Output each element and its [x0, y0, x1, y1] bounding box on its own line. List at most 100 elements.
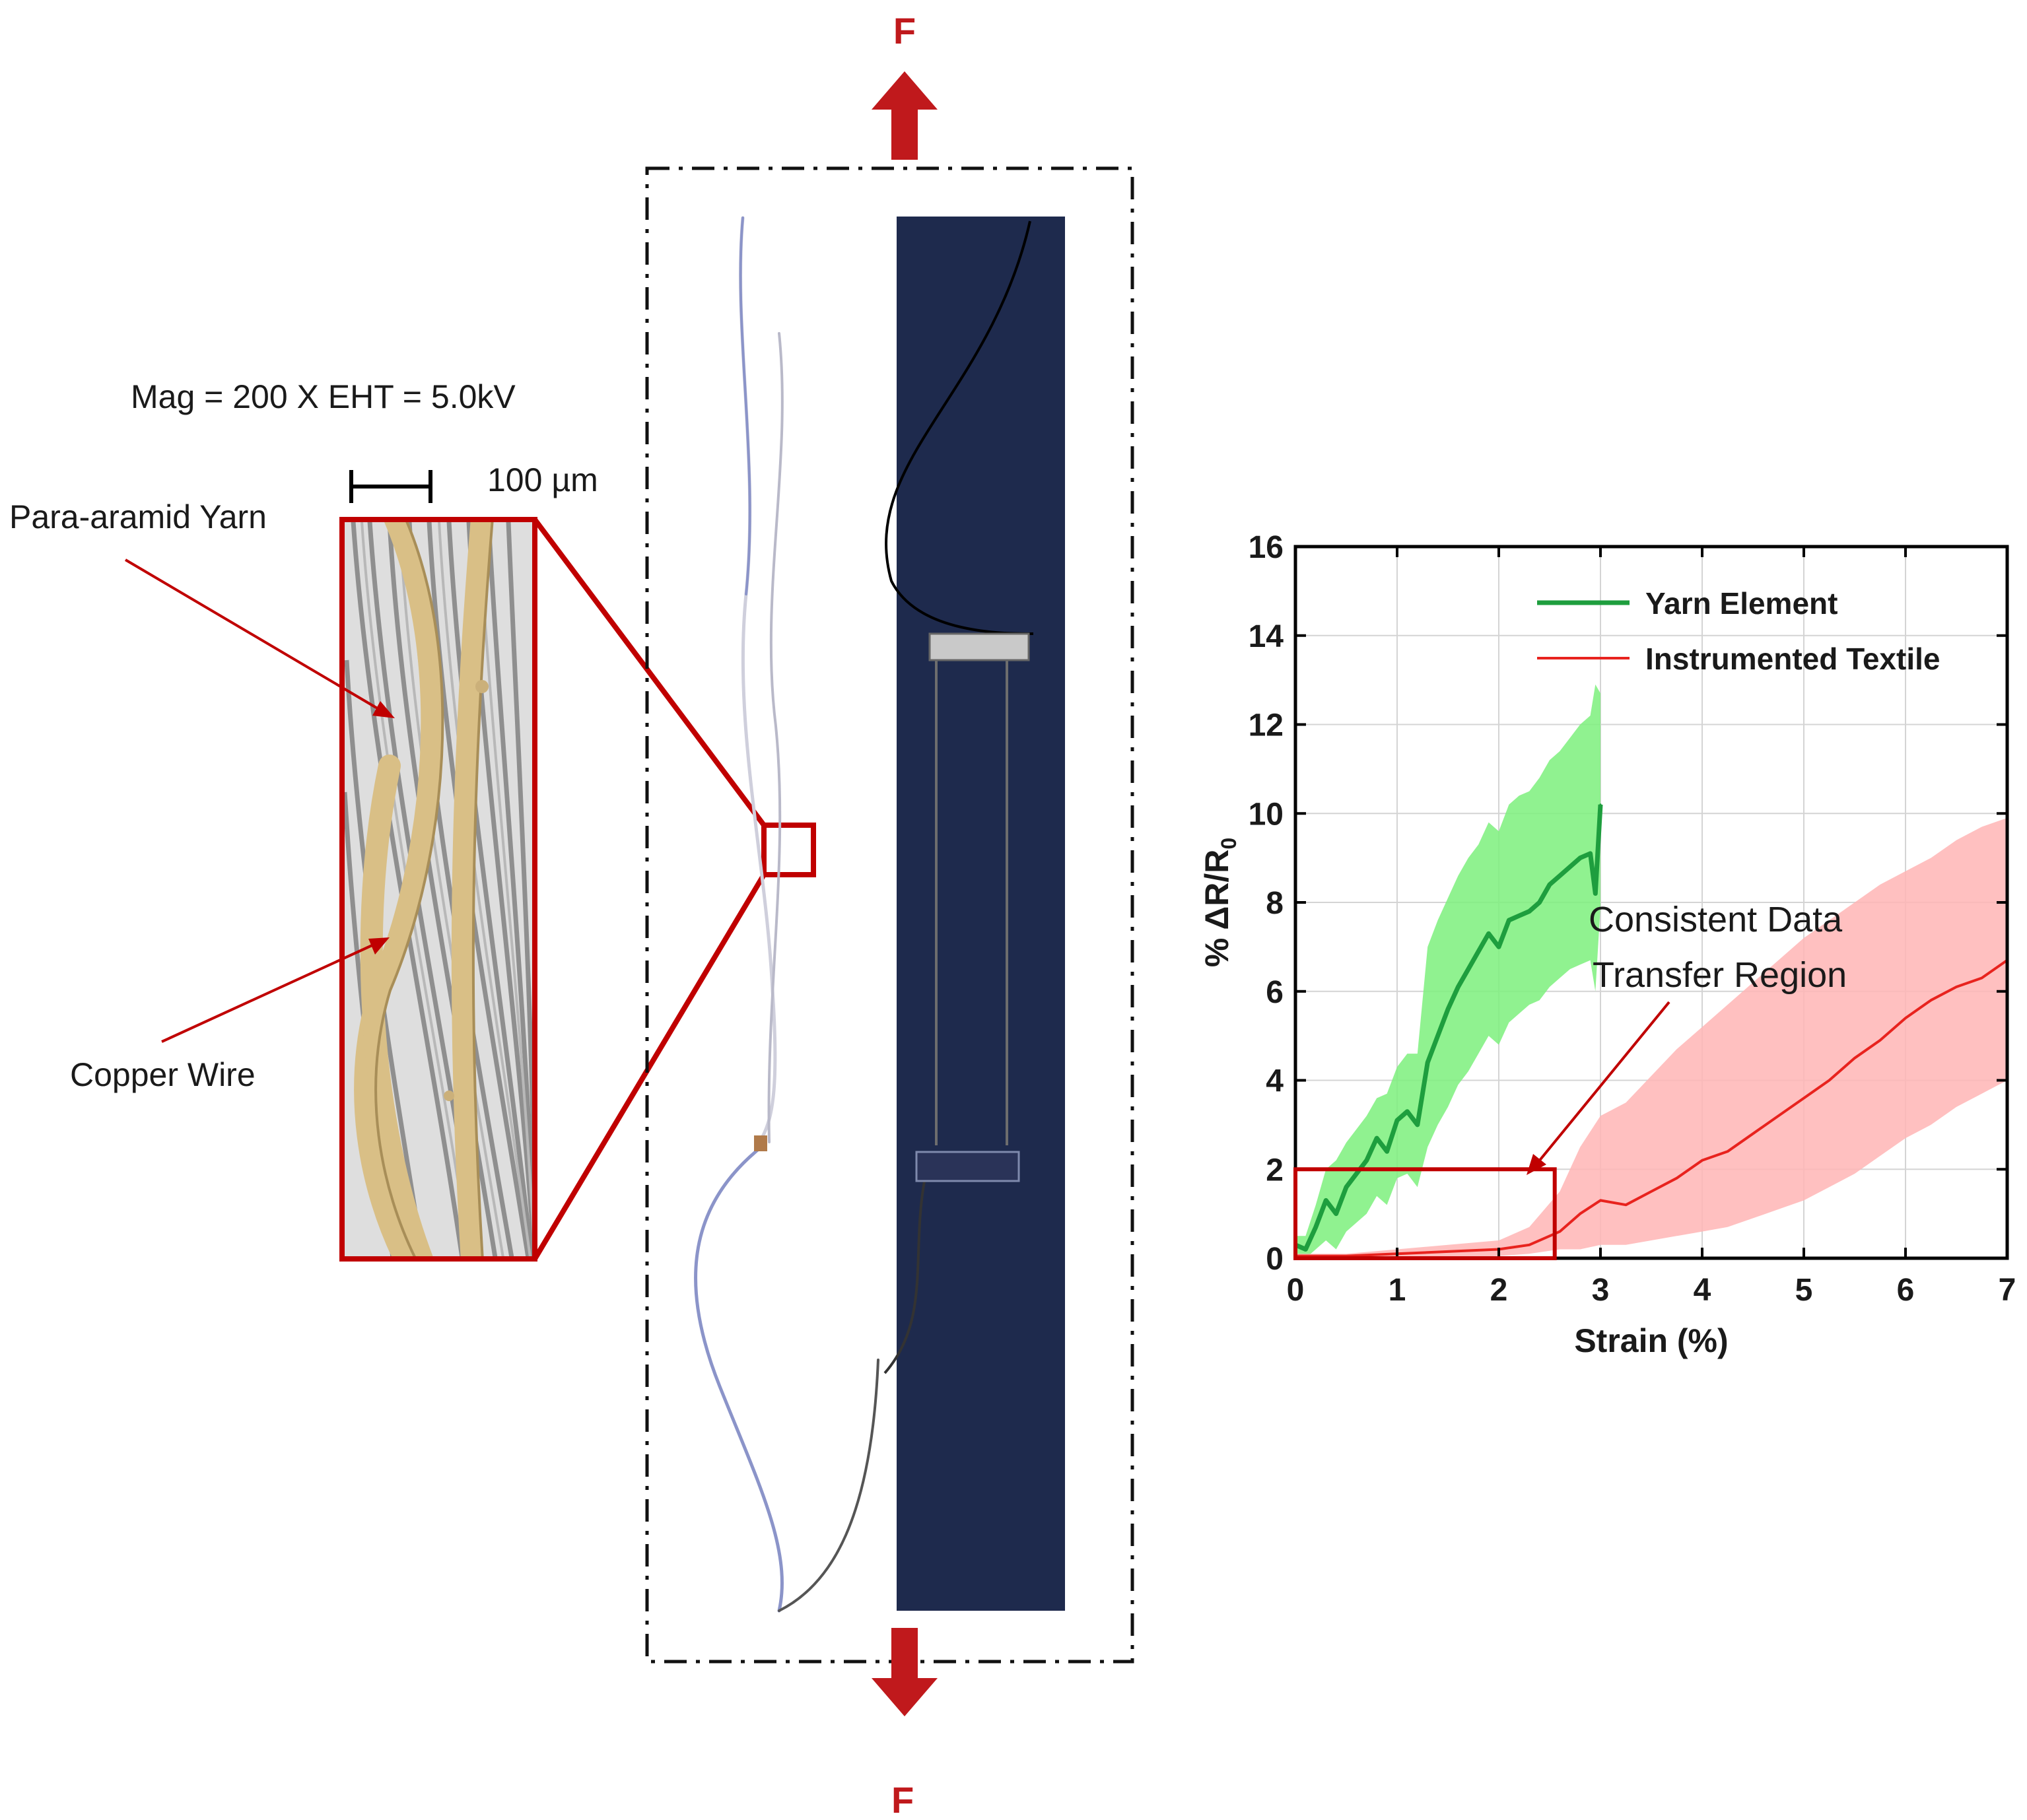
legend-label-instrumented-textile: Instrumented Textile: [1645, 642, 1940, 676]
data-point-instrumented-textile: [1752, 1132, 1754, 1135]
para-aramid-label: Para-aramid Yarn: [9, 498, 267, 535]
data-point-instrumented-textile: [1447, 1250, 1449, 1253]
force-label-bottom: F: [891, 1779, 914, 1820]
zoom-line-bottom: [532, 873, 767, 1261]
x-tick-label: 5: [1795, 1273, 1813, 1308]
data-point-yarn-element: [1589, 852, 1592, 855]
data-point-yarn-element: [1396, 1119, 1398, 1122]
data-point-yarn-element: [1355, 1172, 1357, 1175]
force-arrow-up: [872, 71, 938, 160]
x-tick-label: 1: [1389, 1273, 1406, 1308]
para-aramid-arrow: [124, 558, 381, 711]
band-instrumented-textile: [1295, 818, 2007, 1258]
y-tick-label: 16: [1249, 530, 1284, 565]
copper-wire-arrow: [161, 943, 376, 1043]
sem-micrograph: [342, 520, 535, 1259]
y-tick-label: 2: [1266, 1153, 1284, 1188]
data-point-instrumented-textile: [1579, 1213, 1581, 1215]
para-aramid-arrowhead: [372, 701, 395, 718]
y-tick-label: 4: [1266, 1064, 1284, 1099]
data-point-yarn-element: [1558, 875, 1561, 877]
y-axis-label-subscript: 0: [1217, 838, 1241, 850]
textile-wiring: [883, 220, 1034, 1374]
data-point-yarn-element: [1406, 1110, 1408, 1113]
data-point-instrumented-textile: [1558, 1230, 1561, 1233]
data-point-yarn-element: [1324, 1199, 1327, 1201]
data-point-yarn-element: [1447, 1008, 1449, 1011]
data-point-yarn-element: [1477, 950, 1480, 953]
y-tick-label: 0: [1266, 1242, 1284, 1277]
data-point-instrumented-textile: [1650, 1190, 1653, 1193]
annotation-arrowhead: [1527, 1154, 1546, 1175]
data-point-yarn-element: [1315, 1226, 1317, 1229]
zoom-line-top: [532, 518, 767, 827]
data-point-yarn-element: [1579, 857, 1581, 859]
scale-bar: [349, 470, 432, 503]
data-point-yarn-element: [1416, 1124, 1419, 1126]
data-point-instrumented-textile: [1930, 999, 1932, 1001]
data-point-yarn-element: [1518, 914, 1521, 917]
data-point-instrumented-textile: [1803, 1096, 1805, 1099]
x-tick-label: 0: [1287, 1273, 1305, 1308]
x-tick-label: 2: [1490, 1273, 1508, 1308]
data-point-yarn-element: [1457, 986, 1459, 988]
data-point-yarn-element: [1507, 919, 1510, 922]
copper-wire-label: Copper Wire: [70, 1056, 256, 1093]
zoom-source-box: [761, 823, 816, 877]
x-tick-label: 4: [1694, 1273, 1711, 1308]
data-point-instrumented-textile: [1777, 1114, 1779, 1117]
y-axis-label-main: % ΔR/R: [1198, 850, 1235, 968]
y-tick-label: 14: [1249, 619, 1284, 654]
annotation-line1: Consistent Data: [1589, 900, 1843, 939]
data-point-yarn-element: [1437, 1034, 1439, 1037]
legend: Yarn Element Instrumented Textile: [1537, 586, 1940, 676]
data-point-yarn-element: [1528, 910, 1530, 912]
series-line-yarn-element: [1295, 804, 1603, 1252]
scale-bar-label: 100 µm: [487, 461, 598, 498]
data-point-yarn-element: [1467, 968, 1470, 970]
y-tick-label: 8: [1266, 886, 1284, 921]
textile-strip: [897, 217, 1065, 1611]
data-point-yarn-element: [1599, 803, 1602, 806]
annotation-line2: Transfer Region: [1593, 955, 1847, 995]
consistent-region-box: [1293, 1167, 1557, 1260]
y-axis-label: % ΔR/R0: [1198, 838, 1241, 967]
data-point-instrumented-textile: [1904, 1017, 1907, 1019]
chart-bands: [1295, 684, 2007, 1258]
data-point-instrumented-textile: [1701, 1159, 1703, 1162]
annotation-arrow: [1537, 1001, 1670, 1163]
data-point-instrumented-textile: [1599, 1199, 1602, 1201]
data-point-instrumented-textile: [1853, 1057, 1856, 1060]
data-point-yarn-element: [1335, 1213, 1338, 1215]
data-point-yarn-element: [1594, 893, 1597, 895]
data-point-instrumented-textile: [1879, 1039, 1881, 1042]
legend-label-yarn-element: Yarn Element: [1645, 586, 1838, 621]
region-annotation: Consistent Data Transfer Region: [1527, 900, 1847, 1175]
data-point-instrumented-textile: [1727, 1150, 1729, 1153]
data-point-yarn-element: [1375, 1137, 1378, 1139]
sem-mag-caption: Mag = 200 X EHT = 5.0kV: [131, 378, 516, 415]
data-point-instrumented-textile: [1828, 1079, 1830, 1081]
x-tick-label: 6: [1897, 1273, 1915, 1308]
force-label-top: F: [893, 10, 916, 51]
data-point-yarn-element: [1386, 1150, 1389, 1153]
data-point-instrumented-textile: [1676, 1177, 1678, 1180]
copper-wire-arrowhead: [368, 937, 390, 955]
data-point-yarn-element: [1365, 1159, 1368, 1162]
y-tick-label: 6: [1266, 975, 1284, 1010]
data-point-yarn-element: [1548, 883, 1551, 886]
data-point-instrumented-textile: [1625, 1203, 1627, 1206]
region-box-layer: [1293, 1167, 1557, 1260]
data-point-yarn-element: [1538, 901, 1541, 904]
sem-inset-border: [339, 517, 537, 1262]
data-point-yarn-element: [1345, 1186, 1348, 1188]
data-point-instrumented-textile: [1528, 1244, 1530, 1246]
band-yarn-element: [1295, 684, 1600, 1258]
x-tick-label: 7: [1999, 1273, 2016, 1308]
data-point-instrumented-textile: [1955, 986, 1958, 988]
x-tick-label: 3: [1592, 1273, 1610, 1308]
specimen-frame: [645, 166, 1134, 1664]
